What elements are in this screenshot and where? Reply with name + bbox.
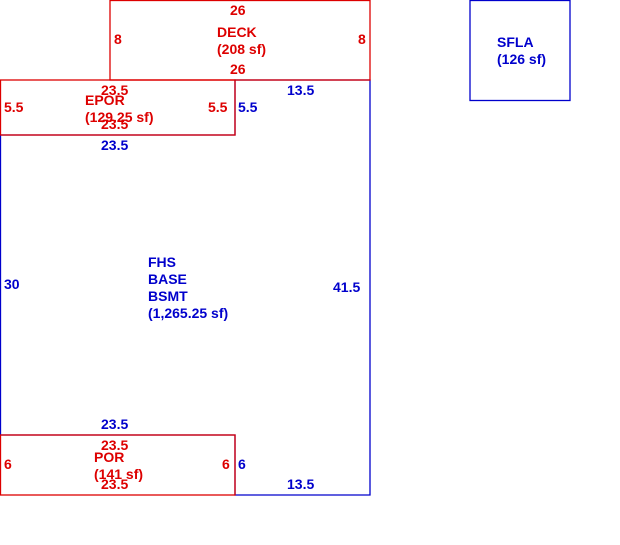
main-line-2: BASE xyxy=(148,271,187,287)
por-code: POR xyxy=(94,449,125,465)
deck-code: DECK xyxy=(217,24,257,40)
main-dim-por-side: 6 xyxy=(238,456,246,472)
deck-dim-top: 26 xyxy=(230,2,246,18)
por-area-label: POR (141 sf) xyxy=(94,449,143,483)
epor-outline xyxy=(0,79,236,136)
main-area-label: FHS BASE BSMT (1,265.25 sf) xyxy=(148,254,228,322)
main-dim-bottom-right: 13.5 xyxy=(287,476,315,492)
main-dim-right: 41.5 xyxy=(333,279,361,295)
por-outline xyxy=(0,434,236,496)
sfla-code: SFLA xyxy=(497,34,534,50)
main-line-4: (1,265.25 sf) xyxy=(148,305,229,321)
deck-outline xyxy=(109,0,371,81)
main-dim-top-inner: 23.5 xyxy=(101,137,129,153)
sfla-area-label: SFLA (126 sf) xyxy=(497,34,546,68)
main-dim-epor-side: 5.5 xyxy=(238,99,258,115)
deck-area: (208 sf) xyxy=(217,41,267,57)
epor-area: (129.25 sf) xyxy=(85,109,154,125)
por-dim-right: 6 xyxy=(222,456,230,472)
main-line-1: FHS xyxy=(148,254,176,270)
sfla-area: (126 sf) xyxy=(497,51,547,67)
epor-area-label: EPOR (129.25 sf) xyxy=(85,92,153,126)
main-dim-bottom-inner: 23.5 xyxy=(101,416,129,432)
deck-area-label: DECK (208 sf) xyxy=(217,24,266,58)
epor-dim-top: 23.5 xyxy=(101,82,129,98)
por-dim-bottom: 23.5 xyxy=(101,476,129,492)
deck-dim-bottom: 26 xyxy=(230,61,246,77)
sfla-outline xyxy=(469,0,571,102)
epor-dim-right: 5.5 xyxy=(208,99,228,115)
epor-dim-bottom: 23.5 xyxy=(101,116,129,132)
epor-dim-left: 5.5 xyxy=(4,99,24,115)
main-dim-left: 30 xyxy=(4,276,20,292)
main-dim-top-right: 13.5 xyxy=(287,82,315,98)
deck-dim-right: 8 xyxy=(358,31,366,47)
por-dim-left: 6 xyxy=(4,456,12,472)
main-line-3: BSMT xyxy=(148,288,188,304)
por-area: (141 sf) xyxy=(94,466,144,482)
deck-dim-left: 8 xyxy=(114,31,122,47)
epor-code: EPOR xyxy=(85,92,125,108)
por-dim-top: 23.5 xyxy=(101,437,129,453)
